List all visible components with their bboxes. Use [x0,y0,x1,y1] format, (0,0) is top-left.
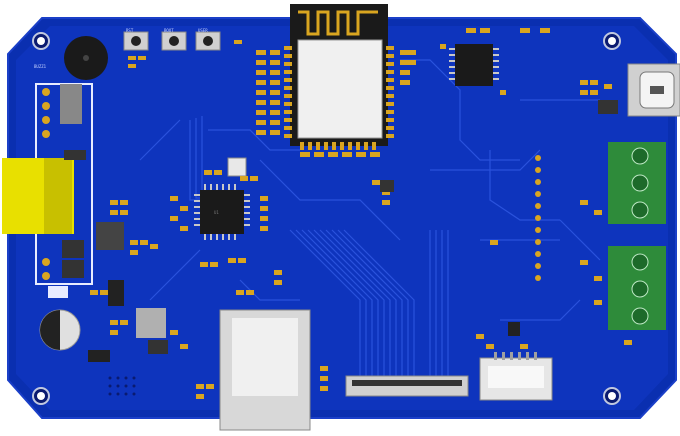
silk-label-buzzer: BUZZ1 [34,64,47,69]
pin-header [535,155,541,281]
silk-label-btn2: BOOT [164,28,174,33]
via-field [108,376,136,396]
traces [139,59,601,380]
driver-ic [449,44,499,86]
esp32-module [284,4,394,150]
passives-left-esp [256,50,416,157]
buzzer [64,36,108,80]
terminal-block-top [608,142,666,224]
silk-label-btn3: USER [198,28,208,33]
silk-label-mcu: U1 [214,210,219,215]
microcontroller-qfp [194,184,250,240]
rj45-jack [219,309,311,431]
tactile-buttons [123,31,221,51]
jst-connector [479,352,553,401]
silk-label-btn1: RST [126,28,134,33]
ffc-connector [345,375,469,397]
ground-pour [16,26,668,410]
power-components [48,157,247,362]
electrolytic-capacitor [39,309,81,351]
passives-mcu [90,170,528,399]
transformer-area [2,83,93,285]
usb-c-connector [627,63,680,117]
terminal-block-bottom [608,246,666,330]
